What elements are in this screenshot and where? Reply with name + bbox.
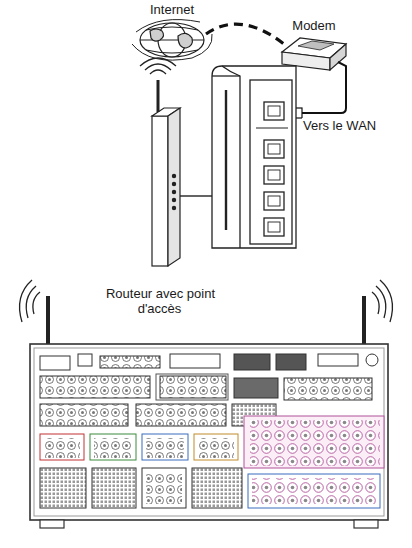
wan-cable [302, 62, 346, 113]
label-text: Vers le WAN [302, 118, 377, 133]
access-point [152, 80, 212, 266]
label-text: Internet [149, 2, 195, 17]
callout-label: Modem [291, 18, 336, 33]
router-tower [212, 66, 296, 248]
receiver-antennas [20, 280, 393, 344]
callout-label: Routeur avec point d'accès [96, 286, 224, 316]
av-receiver [30, 344, 388, 528]
callout-label: Vers le WAN [302, 118, 377, 133]
globe-icon [132, 20, 212, 61]
modem-icon [282, 38, 346, 70]
label-text: Routeur avec point d'accès [105, 286, 215, 316]
internet-link [206, 24, 284, 44]
callout-label: Internet [149, 2, 195, 17]
label-text: Modem [291, 18, 336, 33]
wifi-waves [140, 58, 176, 74]
